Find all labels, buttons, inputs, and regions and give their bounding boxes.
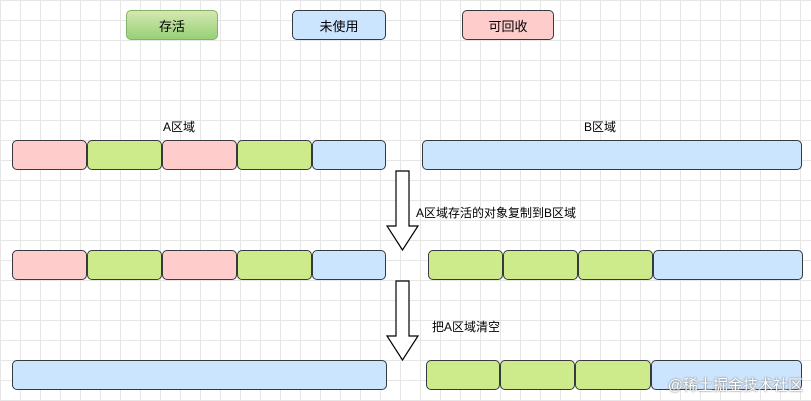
a-block-reclaimable (12, 140, 87, 170)
b-block-alive (503, 250, 578, 280)
down-arrow-icon (386, 170, 420, 252)
b-block-alive (500, 360, 575, 390)
b-block-alive (426, 360, 500, 390)
a-block-unused (312, 250, 386, 280)
legend-alive-label: 存活 (158, 18, 185, 34)
legend-unused: 未使用 (292, 10, 386, 40)
a-block-alive (237, 250, 312, 280)
b-block-alive (575, 360, 651, 390)
a-block-reclaimable (162, 140, 237, 170)
region-b-label: B区域 (584, 120, 617, 134)
b-region-unused (422, 140, 802, 170)
step-clear-label: 把A区域清空 (432, 320, 501, 334)
a-block-alive (237, 140, 312, 170)
b-block-alive (428, 250, 503, 280)
b-block-alive (578, 250, 653, 280)
a-block-unused (312, 140, 386, 170)
b-block-unused (653, 250, 803, 280)
a-block-reclaimable (162, 250, 237, 280)
legend-alive: 存活 (126, 10, 218, 40)
legend-reclaimable-label: 可回收 (488, 18, 528, 34)
b-block-unused (651, 360, 802, 390)
a-block-alive (87, 250, 162, 280)
a-block-reclaimable (12, 250, 87, 280)
watermark: @稀土掘金技术社区 (667, 377, 803, 394)
a-block-alive (87, 140, 162, 170)
a-region-unused (12, 360, 387, 390)
region-a-label: A区域 (163, 120, 196, 134)
legend-reclaimable: 可回收 (462, 10, 554, 40)
down-arrow-icon (386, 280, 420, 362)
legend-unused-label: 未使用 (319, 18, 359, 34)
step-copy-label: A区域存活的对象复制到B区域 (416, 206, 577, 220)
